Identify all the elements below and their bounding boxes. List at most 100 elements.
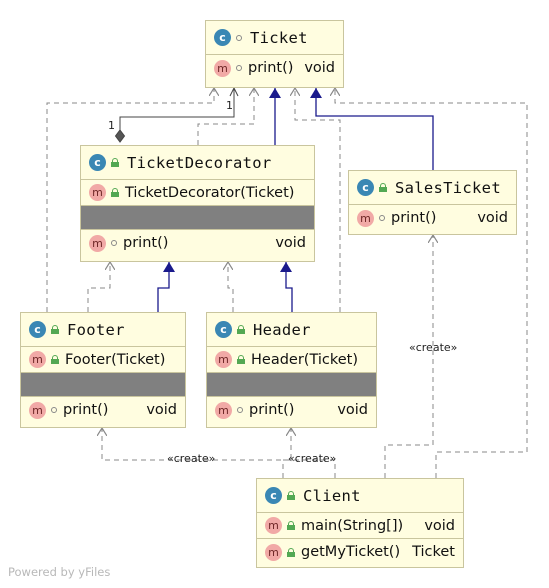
class-ticket[interactable]: c Ticket m print() void xyxy=(205,20,344,88)
method-name: print() xyxy=(248,60,294,76)
method-row[interactable]: m print() void xyxy=(81,230,314,256)
static-method-icon: m xyxy=(265,517,282,534)
class-client[interactable]: c Client m main(String[]) void m getMyTi… xyxy=(256,478,464,568)
method-return-type: void xyxy=(275,235,306,251)
multiplicity-decorator: 1 xyxy=(108,119,115,132)
lock-icon xyxy=(111,188,119,197)
aggregation-arrowhead xyxy=(229,86,239,97)
class-ticket-decorator[interactable]: c TicketDecorator m TicketDecorator(Tick… xyxy=(80,145,315,262)
method-row[interactable]: m print() void xyxy=(206,55,343,81)
class-header: c TicketDecorator xyxy=(81,146,314,180)
method-name: getMyTicket() xyxy=(301,544,401,560)
create-label-header: «create» xyxy=(288,452,337,465)
sales-inherits-ticket xyxy=(310,88,434,170)
header-inherits-decorator xyxy=(280,262,293,312)
method-icon: m xyxy=(89,234,106,252)
class-icon: c xyxy=(215,321,232,338)
constructor-name: Header(Ticket) xyxy=(251,351,359,368)
constructor-name: Footer(Ticket) xyxy=(65,351,166,368)
class-name: SalesTicket xyxy=(395,178,501,197)
client-header-create xyxy=(282,428,291,478)
constructor-row[interactable]: m Footer(Ticket) xyxy=(21,347,185,373)
class-header-decorator[interactable]: c Header m Header(Ticket) m print() void xyxy=(206,312,377,428)
lock-icon xyxy=(287,521,295,530)
method-name: print() xyxy=(391,210,437,226)
package-visibility-icon xyxy=(379,215,385,221)
constructor-row[interactable]: m Header(Ticket) xyxy=(207,347,376,373)
lock-icon xyxy=(237,355,245,364)
method-return-type: void xyxy=(337,402,368,418)
method-icon: m xyxy=(214,59,231,77)
package-visibility-icon xyxy=(111,240,117,246)
class-name: Header xyxy=(253,320,311,339)
create-label-footer: «create» xyxy=(167,452,216,465)
package-visibility-icon xyxy=(237,407,243,413)
lock-icon xyxy=(51,355,59,364)
method-return-type: void xyxy=(146,402,177,418)
fields-section xyxy=(207,373,376,397)
lock-icon xyxy=(287,491,295,500)
create-label-sales: «create» xyxy=(409,341,458,354)
method-icon: m xyxy=(29,401,46,419)
package-visibility-icon xyxy=(236,34,242,41)
method-name: main(String[]) xyxy=(301,517,404,534)
watermark: Powered by yFiles xyxy=(8,565,111,579)
method-row[interactable]: m print() void xyxy=(349,205,516,231)
class-header: c Client xyxy=(257,479,463,513)
method-return-type: Ticket xyxy=(412,544,455,560)
method-return-type: void xyxy=(304,60,335,76)
class-footer[interactable]: c Footer m Footer(Ticket) m print() void xyxy=(20,312,186,428)
lock-icon xyxy=(111,158,119,167)
method-row[interactable]: m print() void xyxy=(21,397,185,423)
method-row[interactable]: m print() void xyxy=(207,397,376,423)
lock-icon xyxy=(379,183,387,192)
package-visibility-icon xyxy=(236,65,242,71)
class-name: Footer xyxy=(67,320,125,339)
method-icon: m xyxy=(215,401,232,419)
package-visibility-icon xyxy=(51,407,57,413)
multiplicity-ticket: 1 xyxy=(226,99,233,112)
aggregation-diamond xyxy=(114,129,126,143)
class-icon: c xyxy=(29,321,46,338)
method-name: print() xyxy=(249,402,295,418)
class-header: c Header xyxy=(207,313,376,347)
footer-decorator-dependency xyxy=(87,262,110,312)
client-sales-create xyxy=(384,235,433,478)
lock-icon xyxy=(287,547,295,557)
method-icon: m xyxy=(29,351,46,368)
method-icon: m xyxy=(357,209,374,227)
client-ticket-dependency xyxy=(335,88,528,478)
decorator-ticket-aggregation xyxy=(119,88,235,130)
method-row[interactable]: m getMyTicket() Ticket xyxy=(257,539,463,565)
class-name: Ticket xyxy=(250,28,308,47)
method-row[interactable]: m main(String[]) void xyxy=(257,513,463,539)
lock-icon xyxy=(237,325,245,334)
class-name: TicketDecorator xyxy=(127,153,272,172)
header-decorator-dependency xyxy=(228,262,234,312)
header-ticket-dependency xyxy=(295,88,341,312)
method-name: print() xyxy=(63,402,109,418)
decorator-ticket-dependency xyxy=(197,88,254,145)
constructor-name: TicketDecorator(Ticket) xyxy=(125,184,295,201)
footer-ticket-dependency xyxy=(46,88,214,312)
lock-icon xyxy=(51,325,59,334)
class-header: c SalesTicket xyxy=(349,171,516,205)
method-name: print() xyxy=(123,235,169,251)
client-footer-create xyxy=(102,428,336,478)
class-header: c Footer xyxy=(21,313,185,347)
method-icon: m xyxy=(215,351,232,368)
class-icon: c xyxy=(357,179,374,196)
class-icon: c xyxy=(214,29,231,46)
class-icon: c xyxy=(89,154,106,171)
fields-section xyxy=(21,373,185,397)
class-header: c Ticket xyxy=(206,21,343,55)
class-sales-ticket[interactable]: c SalesTicket m print() void xyxy=(348,170,517,235)
static-method-icon: m xyxy=(265,543,282,561)
footer-inherits-decorator xyxy=(157,262,175,312)
constructor-row[interactable]: m TicketDecorator(Ticket) xyxy=(81,180,314,206)
method-return-type: void xyxy=(477,210,508,226)
fields-section xyxy=(81,206,314,230)
method-return-type: void xyxy=(424,517,455,534)
class-name: Client xyxy=(303,486,361,505)
